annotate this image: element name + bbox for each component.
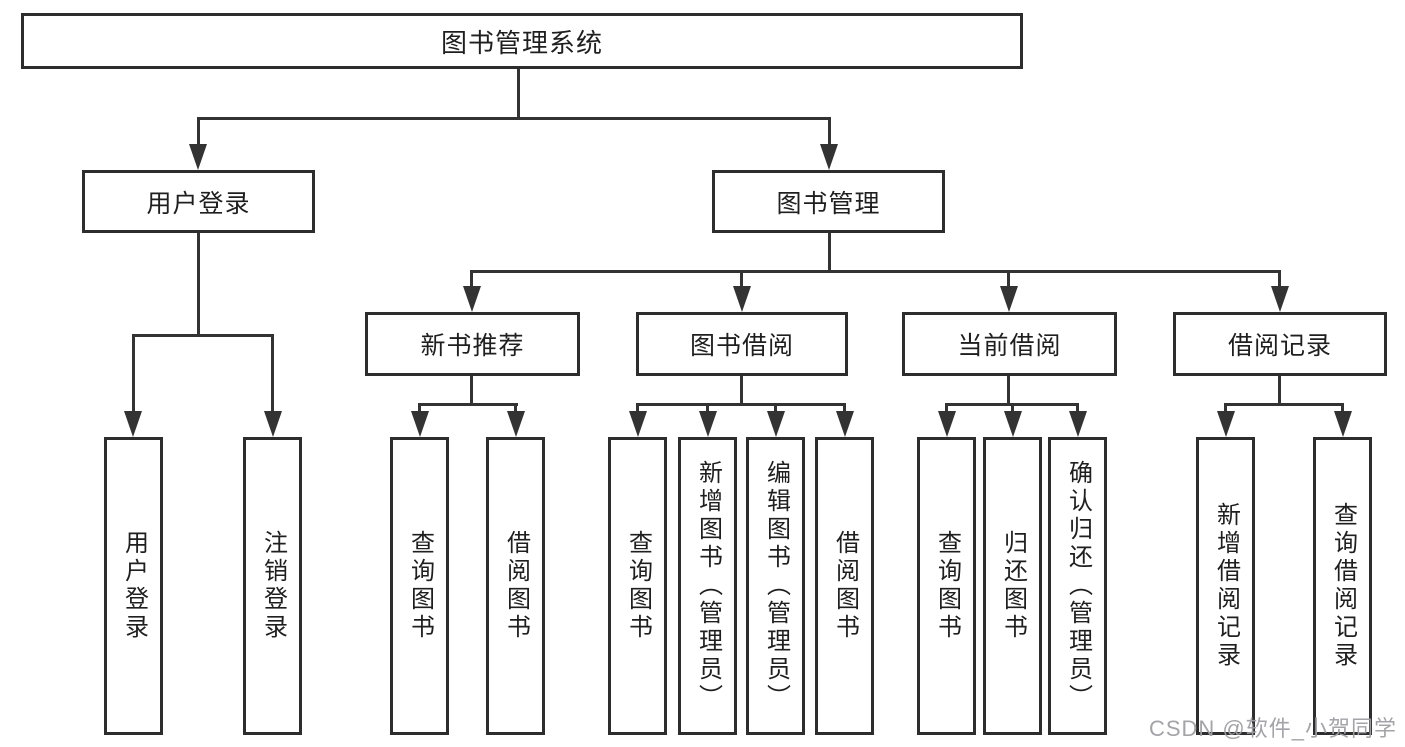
connector-line: [636, 403, 846, 406]
leaf-add-borrow-record: 新增借阅记录: [1196, 437, 1255, 735]
connector-line: [197, 117, 200, 147]
arrow-down-icon: [507, 411, 525, 437]
connector-line: [1011, 403, 1014, 413]
arrow-down-icon: [1271, 286, 1289, 312]
leaf-query-borrow-record: 查询借阅记录: [1313, 437, 1372, 735]
node-label: 注销登录: [259, 530, 287, 642]
node-label: 借阅图书: [831, 530, 859, 642]
arrow-down-icon: [733, 286, 751, 312]
node-label: 图书管理: [776, 189, 881, 218]
connector-line: [470, 376, 473, 403]
node-label: 归还图书: [999, 530, 1027, 642]
arrow-down-icon: [124, 411, 142, 437]
arrow-down-icon: [189, 144, 207, 170]
connector-line: [1341, 403, 1344, 413]
node-label: 借阅记录: [1227, 332, 1332, 360]
connector-line: [197, 233, 200, 336]
connector-line: [1076, 403, 1079, 413]
arrow-down-icon: [1217, 411, 1235, 437]
connector-line: [1224, 403, 1344, 406]
leaf-add-books-admin: 新增图书（管理员）: [678, 437, 737, 735]
connector-line: [514, 403, 517, 413]
node-label: 查询图书: [406, 530, 434, 642]
node-label: 查询借阅记录: [1329, 502, 1357, 670]
leaf-query-books-current: 查询图书: [917, 437, 976, 735]
node-current-borrowing: 当前借阅: [902, 312, 1117, 376]
node-label: 用户登录: [120, 530, 148, 642]
connector-line: [418, 403, 518, 406]
arrow-down-icon: [1004, 411, 1022, 437]
leaf-user-login: 用户登录: [104, 437, 163, 735]
arrow-down-icon: [836, 411, 854, 437]
node-label: 新增图书（管理员）: [694, 460, 722, 712]
connector-line: [132, 334, 135, 413]
arrow-down-icon: [264, 411, 282, 437]
node-library-management-system: 图书管理系统: [21, 13, 1023, 69]
leaf-query-books-recommend: 查询图书: [390, 437, 449, 735]
leaf-confirm-return-admin: 确认归还（管理员）: [1048, 437, 1107, 735]
connector-line: [1007, 270, 1010, 288]
arrow-down-icon: [463, 286, 481, 312]
arrow-down-icon: [411, 411, 429, 437]
node-book-borrowing: 图书借阅: [636, 312, 848, 376]
node-label: 查询图书: [933, 530, 961, 642]
node-user-login: 用户登录: [82, 170, 315, 233]
leaf-borrow-books-borrowing: 借阅图书: [815, 437, 874, 735]
connector-line: [470, 270, 473, 288]
leaf-return-books: 归还图书: [983, 437, 1042, 735]
connector-line: [636, 403, 639, 413]
node-label: 查询图书: [624, 530, 652, 642]
leaf-borrow-books-recommend: 借阅图书: [486, 437, 545, 735]
connector-line: [1224, 403, 1227, 413]
connector-line: [197, 117, 831, 120]
leaf-logout: 注销登录: [243, 437, 302, 735]
node-label: 图书管理系统: [440, 27, 603, 58]
connector-line: [271, 334, 274, 413]
arrow-down-icon: [699, 411, 717, 437]
connector-line: [843, 403, 846, 413]
connector-line: [470, 270, 1281, 273]
arrow-down-icon: [767, 411, 785, 437]
node-new-book-recommendation: 新书推荐: [365, 312, 580, 376]
node-label: 编辑图书（管理员）: [762, 460, 790, 712]
connector-line: [706, 403, 709, 413]
connector-line: [740, 270, 743, 288]
node-book-management: 图书管理: [712, 170, 945, 233]
connector-line: [1007, 376, 1010, 403]
node-borrowing-records: 借阅记录: [1173, 312, 1387, 376]
leaf-query-books-borrowing: 查询图书: [608, 437, 667, 735]
connector-line: [1278, 270, 1281, 288]
arrow-down-icon: [1000, 286, 1018, 312]
connector-line: [828, 117, 831, 147]
connector-line: [1278, 376, 1281, 403]
connector-line: [828, 233, 831, 273]
arrow-down-icon: [1069, 411, 1087, 437]
arrow-down-icon: [629, 411, 647, 437]
connector-line: [418, 403, 421, 413]
node-label: 借阅图书: [502, 530, 530, 642]
node-label: 当前借阅: [957, 332, 1062, 360]
node-label: 图书借阅: [689, 332, 794, 360]
node-label: 新增借阅记录: [1212, 502, 1240, 670]
node-label: 用户登录: [146, 189, 251, 218]
node-label: 确认归还（管理员）: [1064, 460, 1092, 712]
connector-line: [132, 334, 274, 337]
watermark: CSDN @软件_小贺同学: [1148, 716, 1397, 741]
node-label: 新书推荐: [420, 332, 525, 360]
leaf-edit-books-admin: 编辑图书（管理员）: [746, 437, 805, 735]
connector-line: [517, 69, 520, 117]
connector-line: [740, 376, 743, 403]
connector-line: [774, 403, 777, 413]
connector-line: [945, 403, 948, 413]
arrow-down-icon: [938, 411, 956, 437]
arrow-down-icon: [1334, 411, 1352, 437]
arrow-down-icon: [820, 144, 838, 170]
